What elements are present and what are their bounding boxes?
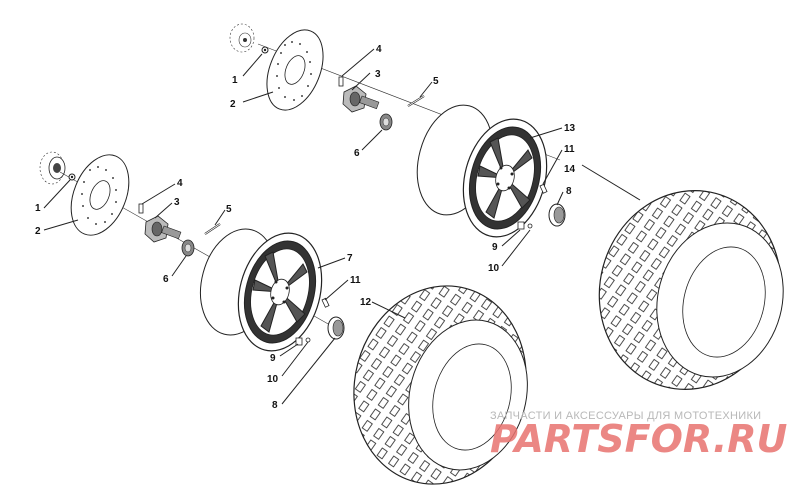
lug-nut-lower <box>295 337 311 346</box>
callout-9-upper: 9 <box>492 242 498 253</box>
cotter-pin-lower <box>204 223 221 235</box>
rim-lower <box>200 228 323 352</box>
rim-upper <box>416 104 548 238</box>
leader-lines <box>43 48 641 405</box>
watermark-subtitle: ЗАПЧАСТИ И АКСЕССУАРЫ ДЛЯ МОТОТЕХНИКИ <box>490 410 761 422</box>
callout-3-lower: 3 <box>174 197 180 208</box>
hub-upper <box>342 85 380 113</box>
callout-3-upper: 3 <box>375 69 381 80</box>
callout-2-upper: 2 <box>230 99 236 110</box>
callout-10-upper: 10 <box>488 263 500 274</box>
callout-8-lower: 8 <box>272 400 278 411</box>
knuckle-lower <box>39 151 66 185</box>
callout-5-lower: 5 <box>226 204 232 215</box>
center-cap-lower <box>327 316 345 340</box>
watermark: ЗАПЧАСТИ И АКСЕССУАРЫ ДЛЯ МОТОТЕХНИКИ PA… <box>490 410 788 461</box>
tire-lower <box>353 285 528 485</box>
callout-14: 14 <box>564 164 576 175</box>
valve-stem-upper <box>539 183 548 194</box>
callout-5-upper: 5 <box>433 76 439 87</box>
callout-13: 13 <box>564 123 576 134</box>
stud-upper <box>338 76 344 87</box>
lug-nut-upper <box>517 221 533 230</box>
brake-disc-upper <box>266 29 324 111</box>
cotter-pin-upper <box>407 95 425 107</box>
callout-7: 7 <box>347 253 353 264</box>
callout-6-lower: 6 <box>163 274 169 285</box>
tire-upper <box>598 190 784 390</box>
bolt-upper <box>261 46 269 54</box>
callout-11-upper: 11 <box>564 144 575 155</box>
callout-11-lower: 11 <box>350 275 361 286</box>
stud-lower <box>138 203 144 214</box>
callout-6-upper: 6 <box>354 148 360 159</box>
knuckle-upper <box>229 23 255 53</box>
callout-8-upper: 8 <box>566 186 572 197</box>
brake-disc-lower <box>70 154 130 236</box>
center-cap-upper <box>548 203 566 227</box>
callout-1-lower: 1 <box>35 203 41 214</box>
callout-4-lower: 4 <box>177 178 183 189</box>
callout-labels: 1 2 3 4 5 6 13 11 14 8 9 10 1 2 4 3 5 6 … <box>35 44 576 411</box>
callout-4-upper: 4 <box>376 44 382 55</box>
watermark-brand: PARTSFOR.RU <box>490 417 788 461</box>
nut-lower <box>181 239 195 257</box>
callout-9-lower: 9 <box>270 353 276 364</box>
callout-2-lower: 2 <box>35 226 41 237</box>
callout-12: 12 <box>360 297 372 308</box>
callout-10-lower: 10 <box>267 374 279 385</box>
hub-lower <box>144 215 182 243</box>
valve-stem-lower <box>321 297 330 308</box>
bolt-lower <box>68 173 76 181</box>
callout-1-upper: 1 <box>232 75 238 86</box>
nut-upper <box>379 113 393 131</box>
